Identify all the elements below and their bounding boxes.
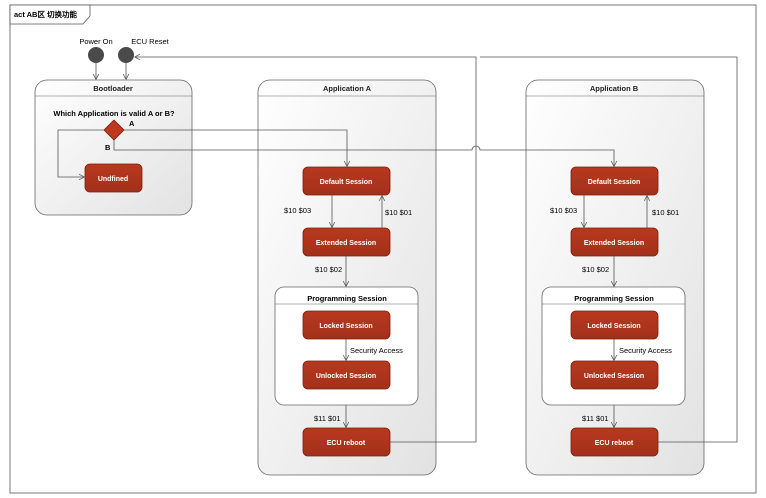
app-b-default-label: Default Session xyxy=(588,179,641,186)
edge-app-a-reboot-to-reset xyxy=(135,57,477,443)
app-a-default-label: Default Session xyxy=(320,179,373,186)
app-b-unlocked-label: Unlocked Session xyxy=(584,373,644,380)
app-b-locked-label: Locked Session xyxy=(587,323,640,330)
app-b-reboot-label: ECU reboot xyxy=(595,440,634,447)
app-a-extended-label: Extended Session xyxy=(316,240,376,247)
power-on-label: Power On xyxy=(79,37,112,46)
app-b-default-session[interactable] xyxy=(570,166,659,196)
app-a-label-to-programming: $10 $02 xyxy=(315,265,342,274)
branch-b-label: B xyxy=(105,143,111,152)
undefined-state-label: Undfined xyxy=(98,176,128,183)
ecu-reset-label: ECU Reset xyxy=(131,37,169,46)
app-a-label-reboot: $11 $01 xyxy=(314,414,341,423)
power-on-node[interactable] xyxy=(88,47,104,63)
frame-title: act AB区 切换功能 xyxy=(14,9,78,19)
bootloader-region[interactable] xyxy=(34,79,193,216)
frame-tab xyxy=(9,4,91,25)
app-b-extended-session[interactable] xyxy=(570,227,659,257)
application-b-region[interactable] xyxy=(525,79,705,476)
bootloader-title: Bootloader xyxy=(93,84,133,93)
app-a-locked-label: Locked Session xyxy=(319,323,372,330)
edge-decision-to-undefined xyxy=(57,129,104,177)
app-a-unlocked-session[interactable] xyxy=(302,360,391,390)
ecu-reset-node[interactable] xyxy=(118,47,134,63)
app-a-unlocked-label: Unlocked Session xyxy=(316,373,376,380)
application-b-title: Application B xyxy=(590,84,639,93)
app-a-label-to-extended: $10 $03 xyxy=(284,206,311,215)
app-b-label-to-default: $10 $01 xyxy=(652,208,679,217)
app-b-label-to-programming: $10 $02 xyxy=(582,265,609,274)
application-a-title: Application A xyxy=(323,84,372,93)
app-a-programming-title: Programming Session xyxy=(307,294,387,303)
app-a-label-security: Security Access xyxy=(350,346,403,355)
app-a-default-session[interactable] xyxy=(302,166,391,196)
decision-question: Which Application is valid A or B? xyxy=(53,109,175,118)
edge-branch-a-to-application-a xyxy=(124,129,347,166)
app-a-reboot-label: ECU reboot xyxy=(327,440,366,447)
app-a-extended-session[interactable] xyxy=(302,227,391,257)
app-a-label-to-default: $10 $01 xyxy=(385,208,412,217)
app-b-label-reboot: $11 $01 xyxy=(582,414,609,423)
diagram-frame xyxy=(9,4,757,494)
app-b-label-security: Security Access xyxy=(619,346,672,355)
app-b-programming-title: Programming Session xyxy=(574,294,654,303)
edge-app-b-reboot-to-reset xyxy=(480,56,738,443)
app-a-locked-session[interactable] xyxy=(302,310,391,340)
branch-a-label: A xyxy=(129,119,135,128)
app-b-unlocked-session[interactable] xyxy=(570,360,659,390)
app-b-locked-session[interactable] xyxy=(570,310,659,340)
app-b-label-to-extended: $10 $03 xyxy=(550,206,577,215)
app-b-extended-label: Extended Session xyxy=(584,240,644,247)
undefined-state[interactable] xyxy=(84,163,143,193)
